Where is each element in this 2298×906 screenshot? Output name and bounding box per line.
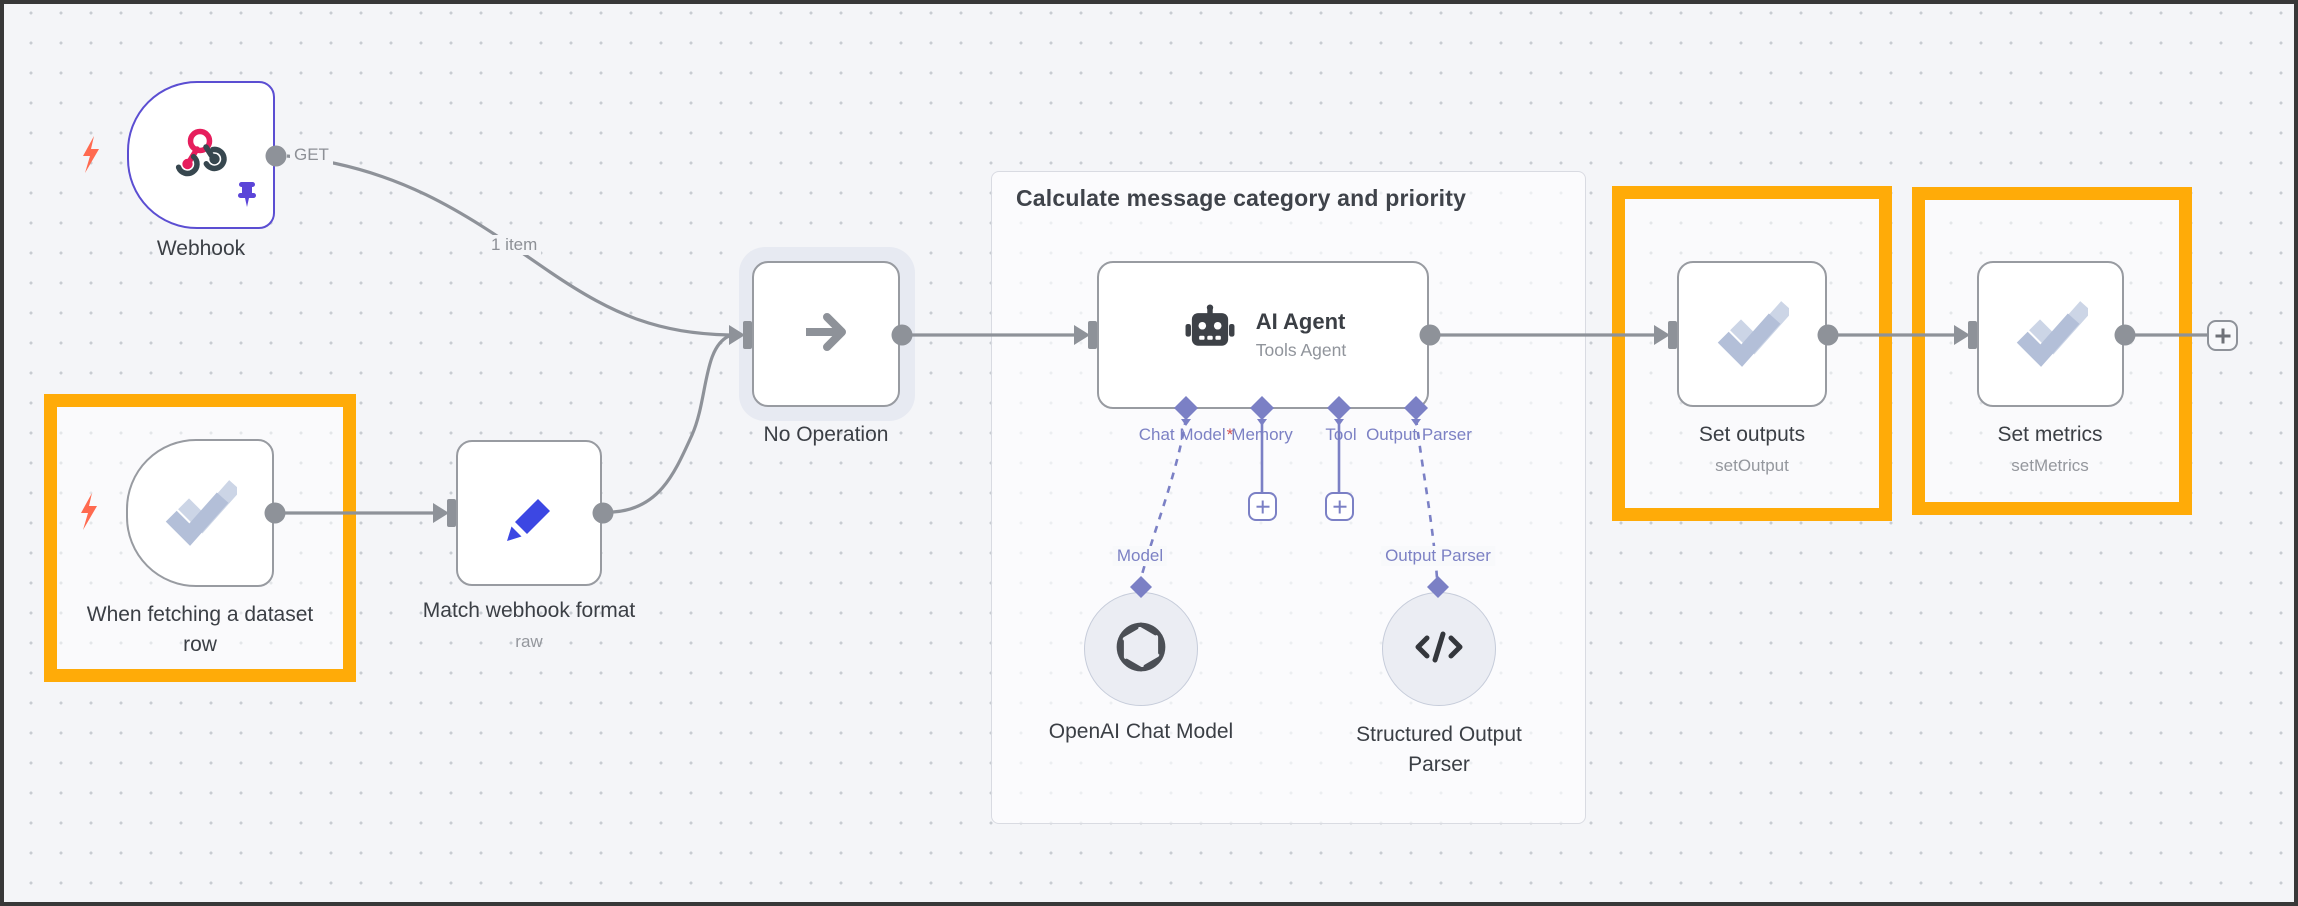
add-memory-button[interactable]	[1248, 492, 1277, 521]
required-asterisk: *	[1226, 425, 1234, 444]
ai-agent-title: AI Agent	[1255, 309, 1346, 335]
port-label-tool: Tool	[1325, 425, 1357, 444]
node-label-match-format: Match webhook format	[422, 599, 636, 622]
arrow-right-icon	[794, 300, 858, 369]
node-webhook[interactable]	[127, 81, 275, 229]
node-label-set-outputs: Set outputs	[1698, 423, 1806, 446]
port-label-output-parser: Output Parser	[1366, 425, 1472, 444]
pin-icon	[234, 180, 260, 215]
edge-label-items-count: 1 item	[487, 235, 542, 255]
port-label-memory: Memory	[1231, 425, 1293, 444]
node-no-operation[interactable]	[752, 261, 900, 407]
lightning-bolt-icon[interactable]	[78, 492, 100, 537]
double-check-icon	[2014, 295, 2092, 374]
node-label-dataset-trigger: When fetching a dataset row	[86, 603, 314, 657]
input-port-match[interactable]	[447, 499, 456, 527]
node-ai-agent[interactable]: AI Agent Tools Agent	[1097, 261, 1429, 409]
node-label-structured-parser: Structured Output Parser	[1356, 723, 1522, 777]
sub-port-label-output-parser: Output Parser	[1381, 546, 1495, 566]
node-label-noop: No Operation	[763, 423, 889, 446]
node-label-set-metrics: Set metrics	[1997, 423, 2103, 446]
node-subtitle-set-metrics: setMetrics	[2011, 456, 2089, 475]
group-title: Calculate message category and priority	[1016, 185, 1467, 211]
node-structured-output-parser[interactable]	[1382, 592, 1496, 706]
ai-agent-subtitle: Tools Agent	[1255, 339, 1347, 360]
add-tool-button[interactable]	[1325, 492, 1354, 521]
edge-match-to-noop[interactable]	[612, 334, 730, 514]
node-subtitle-match-format: raw	[515, 632, 543, 651]
webhook-icon	[167, 122, 235, 189]
node-set-outputs[interactable]	[1677, 261, 1827, 407]
robot-icon	[1180, 303, 1240, 367]
highlight-box-set-outputs	[1612, 186, 1892, 521]
pencil-icon	[497, 479, 561, 548]
node-match-webhook-format[interactable]	[456, 440, 602, 586]
node-label-openai-model: OpenAI Chat Model	[1048, 720, 1234, 743]
lightning-bolt-icon[interactable]	[80, 135, 102, 180]
node-subtitle-set-outputs: setOutput	[1715, 456, 1789, 475]
input-arrow-match	[433, 503, 449, 523]
node-openai-chat-model[interactable]	[1084, 592, 1198, 706]
openai-logo-icon	[1112, 618, 1170, 681]
double-check-icon	[163, 474, 241, 553]
edge-label-webhook-method: GET	[290, 145, 333, 165]
node-dataset-trigger[interactable]	[126, 439, 274, 587]
code-brackets-icon	[1411, 625, 1467, 674]
workflow-canvas[interactable]: Calculate message category and priority	[4, 4, 2294, 902]
sub-port-label-model: Model	[1112, 546, 1168, 566]
node-set-metrics[interactable]	[1977, 261, 2124, 407]
node-label-webhook: Webhook	[156, 237, 246, 260]
port-label-chat-model: Chat Model*	[1138, 425, 1234, 444]
double-check-icon	[1715, 295, 1793, 374]
add-next-node-button[interactable]	[2207, 320, 2238, 351]
